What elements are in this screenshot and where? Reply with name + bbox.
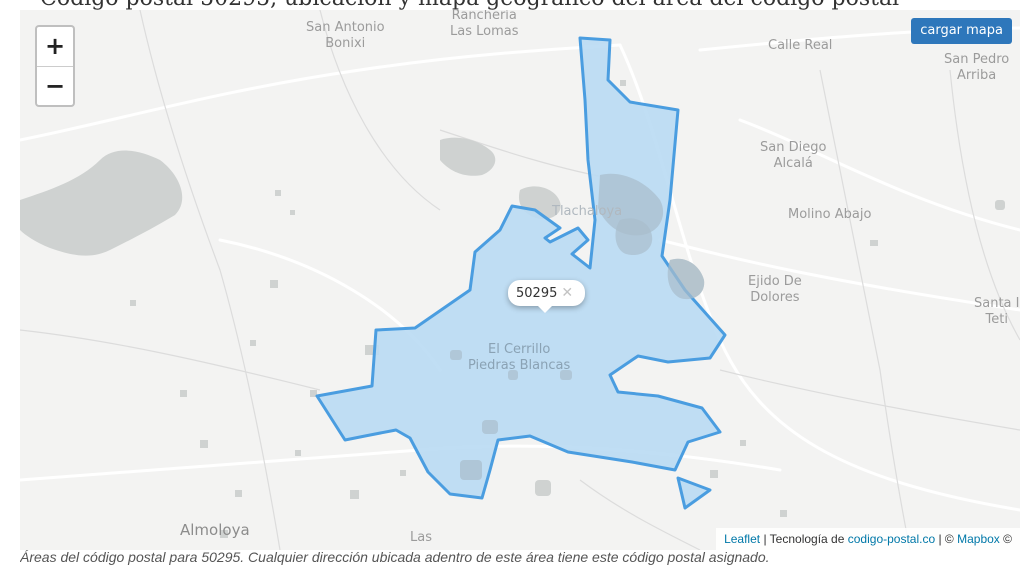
close-icon[interactable]: ✕ [561,285,574,301]
load-map-button[interactable]: cargar mapa [911,18,1012,44]
place-label-ejido-de-dolores: Ejido De Dolores [748,274,802,305]
attribution-tail: © [999,532,1012,546]
leaflet-link[interactable]: Leaflet [724,532,761,546]
place-label-rancheria-las-lomas: Ranchería Las Lomas [450,10,519,39]
zoom-in-button[interactable]: + [37,27,73,67]
polygon-inner-patches [450,173,705,480]
postal-area-polygon[interactable] [315,36,727,510]
zoom-out-button[interactable]: − [44,72,66,100]
page-heading: Codigo postal 50295, ubicación y mapa ge… [40,0,899,10]
codigo-postal-link[interactable]: codigo-postal.co [847,532,936,546]
place-label-san-antonio-bonixi: San Antonio Bonixi [306,20,385,51]
map-caption: Áreas del código postal para 50295. Cual… [20,549,770,565]
postal-code-popup: 50295 ✕ [508,280,586,313]
mapbox-link[interactable]: Mapbox [957,532,1000,546]
map-attribution: Leaflet | Tecnología de codigo-postal.co… [716,528,1020,550]
place-label-calle-real: Calle Real [768,38,833,53]
attribution-sep-1: | Tecnología de [760,532,848,546]
place-label-santa-teti: Santa I Teti [974,296,1020,327]
attribution-sep-2: | © [935,532,958,546]
map-caption-box: Áreas del código postal para 50295. Cual… [20,549,1020,567]
popup-postal-code: 50295 [516,285,558,301]
zoom-control: + − [35,25,75,107]
place-label-tlachaloya: Tlachaloya [552,204,623,219]
place-label-san-pedro-arriba: San Pedro Arriba [944,52,1010,83]
place-label-el-cerrillo: El Cerrillo Piedras Blancas [468,342,571,373]
map-layer[interactable] [20,10,1020,550]
place-label-almoloya: Almoloya [180,521,250,539]
map-container[interactable]: San Antonio Bonixi Ranchería Las Lomas C… [20,10,1020,550]
place-label-san-diego-alcala: San Diego Alcalá [760,140,827,171]
page-heading-cut: Codigo postal 50295, ubicación y mapa ge… [0,0,1020,10]
place-label-molino-abajo: Molino Abajo [788,207,872,222]
place-label-las: Las [410,530,432,545]
